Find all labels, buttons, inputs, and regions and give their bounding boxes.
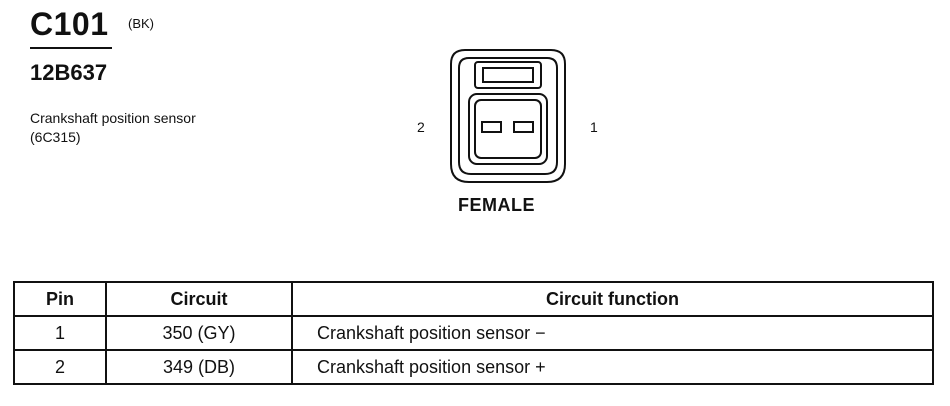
function-cell: Crankshaft position sensor +: [291, 349, 934, 385]
locking-tab-inner: [482, 67, 534, 83]
column-header-function: Circuit function: [291, 281, 934, 317]
terminal-pin-2: [481, 121, 502, 133]
column-header-circuit: Circuit: [105, 281, 293, 317]
table-header-row: Pin Circuit Circuit function: [13, 281, 934, 317]
pin-label-2: 2: [417, 119, 425, 135]
connector-face-diagram: [450, 49, 566, 183]
connector-gender-label: FEMALE: [458, 195, 535, 215]
terminal-pin-1: [513, 121, 534, 133]
title-underline: [30, 47, 112, 49]
component-description: Crankshaft position sensor (6C315): [30, 110, 196, 145]
pinout-table: Pin Circuit Circuit function 1 350 (GY) …: [13, 281, 934, 385]
connector-id: C101: [30, 6, 109, 42]
pin-label-1: 1: [590, 119, 598, 135]
table-row: 2 349 (DB) Crankshaft position sensor +: [13, 349, 934, 385]
locking-tab: [474, 61, 542, 89]
pin-cell: 2: [13, 349, 107, 385]
terminal-cavity: [468, 93, 548, 165]
connector-outer-shell: [450, 49, 566, 183]
circuit-cell: 350 (GY): [105, 315, 293, 351]
pin-cell: 1: [13, 315, 107, 351]
connector-inner-shell: [458, 57, 558, 175]
connector-color-code: (BK): [128, 16, 154, 31]
terminal-cavity-inner: [474, 99, 542, 159]
function-cell: Crankshaft position sensor −: [291, 315, 934, 351]
column-header-pin: Pin: [13, 281, 107, 317]
table-row: 1 350 (GY) Crankshaft position sensor −: [13, 315, 934, 351]
part-number: 12B637: [30, 60, 108, 85]
circuit-cell: 349 (DB): [105, 349, 293, 385]
